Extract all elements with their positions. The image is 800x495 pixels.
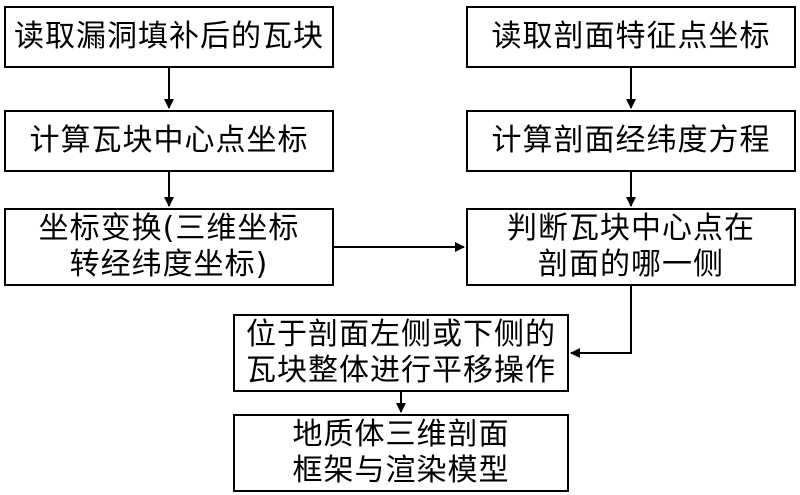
box-compute-profile-equation: 计算剖面经纬度方程 bbox=[466, 110, 796, 172]
box-coordinate-transform-line2: 转经纬度坐标) bbox=[69, 247, 269, 282]
box-final-model-line1: 地质体三维剖面 bbox=[292, 417, 510, 452]
box-judge-side-line1: 判断瓦块中心点在 bbox=[507, 211, 755, 246]
box-compute-profile-equation-label: 计算剖面经纬度方程 bbox=[491, 123, 771, 158]
box-shift-tiles-line2: 瓦块整体进行平移操作 bbox=[246, 353, 556, 388]
box-coordinate-transform: 坐标变换(三维坐标 转经纬度坐标) bbox=[4, 208, 334, 286]
box-shift-tiles: 位于剖面左侧或下侧的 瓦块整体进行平移操作 bbox=[233, 314, 569, 392]
box-compute-center: 计算瓦块中心点坐标 bbox=[4, 110, 334, 172]
box-shift-tiles-text: 位于剖面左侧或下侧的 瓦块整体进行平移操作 bbox=[246, 317, 556, 389]
box-coordinate-transform-line1: 坐标变换(三维坐标 bbox=[38, 211, 300, 246]
box-read-tiles: 读取漏洞填补后的瓦块 bbox=[4, 6, 334, 68]
box-judge-side: 判断瓦块中心点在 剖面的哪一侧 bbox=[466, 208, 796, 286]
box-compute-center-label: 计算瓦块中心点坐标 bbox=[29, 123, 309, 158]
box-shift-tiles-line1: 位于剖面左侧或下侧的 bbox=[246, 317, 556, 352]
box-judge-side-line2: 剖面的哪一侧 bbox=[538, 247, 724, 282]
box-judge-side-text: 判断瓦块中心点在 剖面的哪一侧 bbox=[507, 211, 755, 283]
box-final-model: 地质体三维剖面 框架与渲染模型 bbox=[233, 414, 569, 492]
box-final-model-text: 地质体三维剖面 框架与渲染模型 bbox=[293, 417, 510, 489]
arrow-judge-to-shift bbox=[570, 286, 632, 358]
box-coordinate-transform-text: 坐标变换(三维坐标 转经纬度坐标) bbox=[39, 211, 300, 283]
box-read-profile-points-label: 读取剖面特征点坐标 bbox=[491, 19, 771, 54]
box-read-profile-points: 读取剖面特征点坐标 bbox=[466, 6, 796, 68]
box-final-model-line2: 框架与渲染模型 bbox=[292, 453, 510, 488]
box-read-tiles-label: 读取漏洞填补后的瓦块 bbox=[14, 19, 324, 54]
